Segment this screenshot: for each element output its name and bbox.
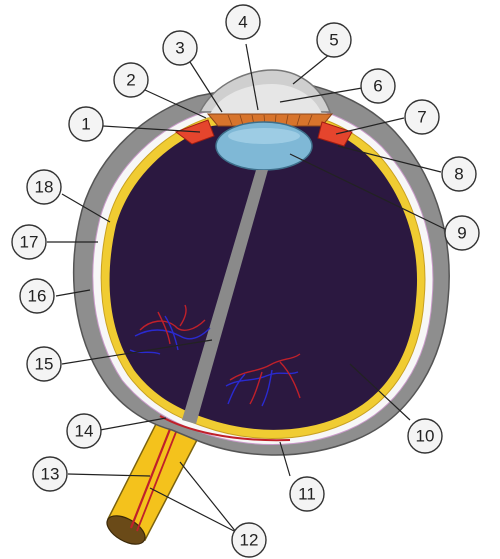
callout-label: 16 bbox=[28, 287, 47, 306]
callout-label: 13 bbox=[41, 465, 60, 484]
callout-3: 3 bbox=[163, 31, 197, 65]
callout-label: 7 bbox=[417, 108, 426, 127]
callout-label: 11 bbox=[298, 485, 316, 504]
callout-label: 12 bbox=[240, 531, 259, 550]
callout-9: 9 bbox=[445, 216, 479, 250]
callout-8: 8 bbox=[442, 157, 476, 191]
callout-10: 10 bbox=[408, 419, 442, 453]
callout-14: 14 bbox=[67, 414, 101, 448]
callout-11: 11 bbox=[290, 477, 324, 511]
callout-6: 6 bbox=[361, 69, 395, 103]
callout-16: 16 bbox=[20, 279, 54, 313]
callout-1: 1 bbox=[69, 107, 103, 141]
callout-4: 4 bbox=[226, 5, 260, 39]
callout-13: 13 bbox=[33, 457, 67, 491]
callout-label: 18 bbox=[35, 178, 54, 197]
callout-label: 17 bbox=[20, 233, 39, 252]
optic-nerve bbox=[102, 416, 198, 550]
callout-label: 3 bbox=[175, 39, 184, 58]
callout-17: 17 bbox=[12, 225, 46, 259]
callout-label: 15 bbox=[35, 355, 54, 374]
callout-7: 7 bbox=[405, 100, 439, 134]
callout-label: 4 bbox=[238, 13, 247, 32]
callout-label: 1 bbox=[81, 115, 90, 134]
callout-2: 2 bbox=[114, 63, 148, 97]
callout-label: 5 bbox=[329, 31, 338, 50]
callout-12: 12 bbox=[232, 523, 266, 557]
callout-label: 6 bbox=[373, 77, 382, 96]
callout-label: 14 bbox=[75, 422, 94, 441]
callout-18: 18 bbox=[27, 170, 61, 204]
callout-label: 8 bbox=[454, 165, 463, 184]
callout-label: 10 bbox=[416, 427, 435, 446]
callout-label: 9 bbox=[457, 224, 466, 243]
callout-5: 5 bbox=[317, 23, 351, 57]
callout-label: 2 bbox=[126, 71, 135, 90]
callout-15: 15 bbox=[27, 347, 61, 381]
